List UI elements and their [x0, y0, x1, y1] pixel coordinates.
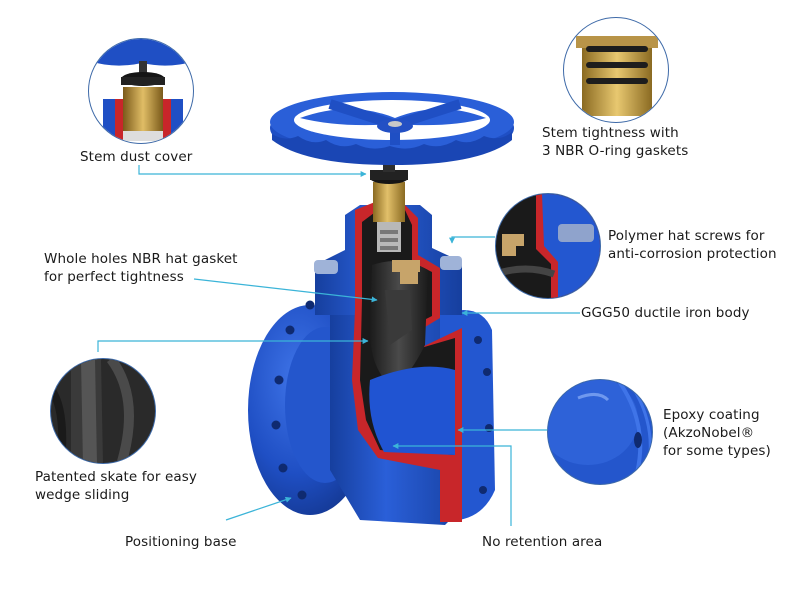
- inset-stem-oring: [563, 17, 669, 123]
- callout-hat-gasket: Whole holes NBR hat gasket for perfect t…: [44, 251, 238, 285]
- callout-ductile-iron-body: GGG50 ductile iron body: [581, 305, 750, 321]
- callout-positioning-base: Positioning base: [125, 534, 237, 550]
- callout-polymer-screws: Polymer hat screws for anti-corrosion pr…: [608, 228, 777, 262]
- left-flange: [248, 300, 372, 515]
- leader-positioning-base: [225, 496, 292, 521]
- inset-patented-skate: [50, 358, 156, 464]
- leader-no-retention: [392, 443, 512, 526]
- inset-stem-dust-cover: [88, 38, 194, 144]
- right-flange: [440, 310, 495, 521]
- callout-stem-dust-cover: Stem dust cover: [80, 149, 193, 165]
- leader-stem-dust-cover: [138, 165, 367, 177]
- inset-polymer-screws: [495, 193, 601, 299]
- callout-epoxy-coating: Epoxy coating (AkzoNobel® for some types…: [663, 407, 771, 459]
- callout-stem-tightness: Stem tightness with 3 NBR O-ring gaskets: [542, 125, 689, 159]
- callout-no-retention: No retention area: [482, 534, 603, 550]
- leader-polymer-screws: [449, 236, 495, 244]
- callout-patented-skate: Patented skate for easy wedge sliding: [35, 469, 197, 503]
- leader-patented-skate: [97, 338, 369, 352]
- inset-epoxy-coating: [547, 379, 653, 485]
- handwheel: [270, 92, 514, 165]
